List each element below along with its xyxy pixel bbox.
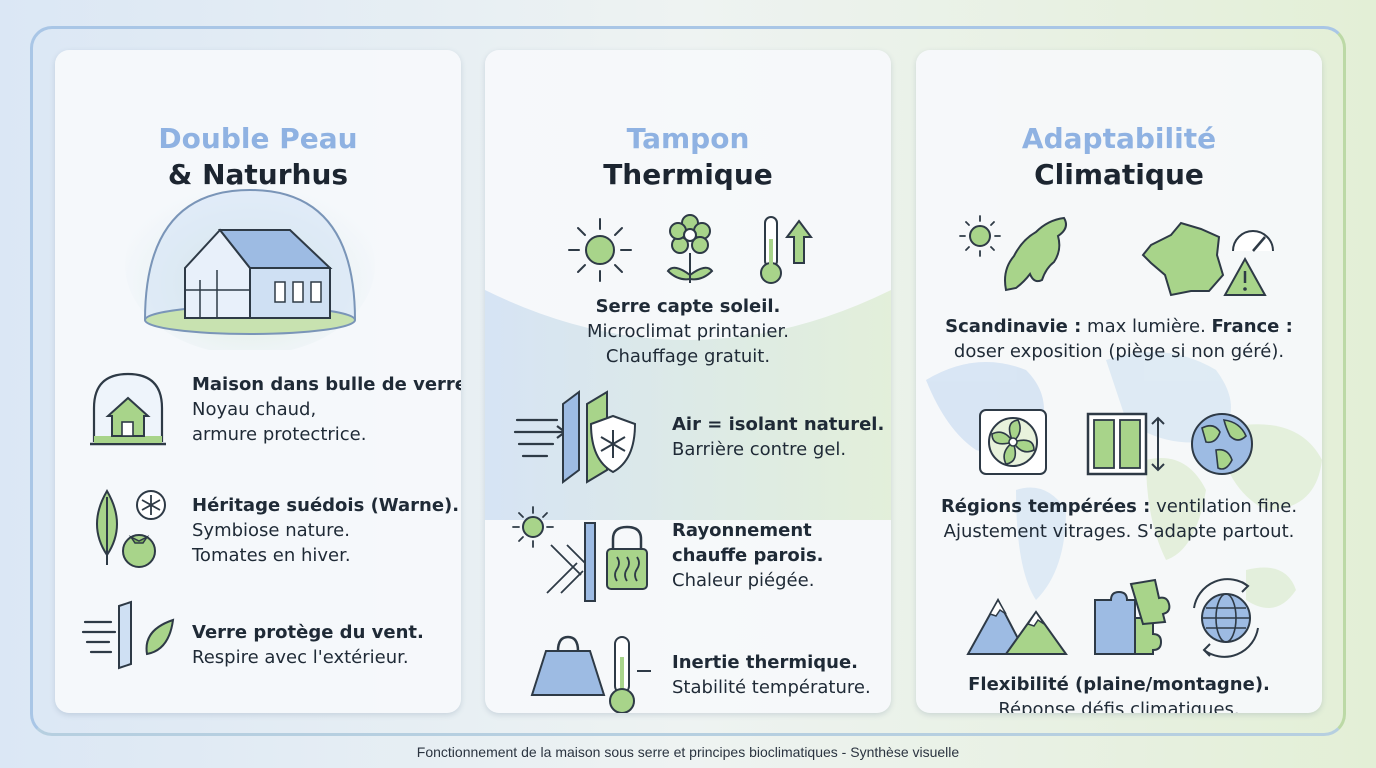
flower-icon — [666, 214, 714, 283]
item-text-5-line2: chauffe parois. — [672, 545, 824, 566]
block3-line2: Réponse défis climatiques. — [998, 699, 1240, 713]
wind-glass-icon — [81, 600, 175, 670]
item-text-4-line1: Air = isolant naturel. — [672, 414, 885, 435]
panel-title-line2: Thermique — [603, 158, 773, 191]
dome-house-icon — [90, 372, 166, 446]
item-text-2: Héritage suédois (Warne). Symbiose natur… — [192, 493, 459, 568]
puzzle-icon — [1094, 578, 1171, 655]
item-text-5: Rayonnement chauffe parois. Chaleur piég… — [672, 518, 824, 593]
item-text-3-line1: Verre protège du vent. — [192, 622, 424, 643]
padlock-heat-icon — [606, 525, 648, 590]
item-text-5-line3: Chaleur piégée. — [672, 570, 815, 591]
thermometer-up-icon — [760, 216, 813, 284]
item-text-1-line1: Maison dans bulle de verre. — [192, 374, 461, 395]
scandinavia-map-icon — [959, 215, 1067, 292]
weight-icon — [530, 635, 606, 696]
item-text-3-line2: Respire avec l'extérieur. — [192, 647, 409, 668]
footer-caption: Fonctionnement de la maison sous serre e… — [416, 744, 960, 760]
gauge-icon — [1232, 230, 1274, 252]
warning-icon — [1223, 256, 1267, 296]
globe-cycle-icon — [1193, 578, 1259, 658]
item-text-1-line3: armure protectrice. — [192, 424, 367, 445]
leaf-icon — [96, 489, 166, 568]
thermometer-icon — [609, 636, 651, 713]
item-text-3: Verre protège du vent. Respire avec l'ex… — [192, 620, 424, 670]
panel-tampon-thermique: Tampon Thermique Serre capte soleil. Mic… — [485, 50, 891, 713]
panel-title-line1: Adaptabilité — [1021, 122, 1217, 155]
block3-text: Flexibilité (plaine/montagne). Réponse d… — [916, 672, 1322, 713]
block1-bold1: Scandinavie : — [945, 316, 1082, 337]
shield-snowflake-icon — [589, 414, 637, 474]
globe-icon — [1191, 413, 1253, 475]
panel-adaptabilite: Adaptabilité Climatique Scandinavie : ma… — [916, 50, 1322, 713]
item-text-6: Inertie thermique. Stabilité température… — [672, 650, 871, 700]
item-text-4: Air = isolant naturel. Barrière contre g… — [672, 412, 884, 462]
item-text-2-line1: Héritage suédois (Warne). — [192, 495, 460, 516]
glass-dome-house-icon — [125, 175, 375, 350]
item-text-6-line1: Inertie thermique. — [672, 652, 859, 673]
block1-line1: Scandinavie : max lumière. France : — [916, 314, 1322, 339]
block1-line2: doser exposition (piège si non géré). — [953, 341, 1285, 362]
top-text-line3: Chauffage gratuit. — [605, 346, 771, 367]
top-text: Serre capte soleil. Microclimat printani… — [485, 294, 891, 369]
top-text-line2: Microclimat printanier. — [587, 321, 789, 342]
block2-bold1: Régions tempérées : — [940, 496, 1151, 517]
item-text-5-line1: Rayonnement — [672, 520, 812, 541]
block2-line2: Ajustement vitrages. S'adapte partout. — [943, 521, 1295, 542]
block2-text1: ventilation fine. — [1150, 496, 1298, 517]
panel-double-peau: Double Peau & Naturhus Maison dans bulle… — [55, 50, 461, 713]
item-text-2-line3: Tomates en hiver. — [192, 545, 351, 566]
item-text-4-line2: Barrière contre gel. — [672, 439, 847, 460]
block1-text: Scandinavie : max lumière. France : dose… — [916, 314, 1322, 364]
panel-title-line1: Tampon — [626, 122, 750, 155]
outer-frame — [30, 26, 1346, 736]
sun-rays-icon — [512, 506, 648, 602]
block2-line1: Régions tempérées : ventilation fine. — [916, 494, 1322, 519]
top-text-line1: Serre capte soleil. — [595, 296, 781, 317]
block1-text1: max lumière. — [1081, 316, 1212, 337]
block2-text: Régions tempérées : ventilation fine. Aj… — [916, 494, 1322, 544]
france-map-icon — [1141, 221, 1274, 297]
sun-icon — [568, 218, 632, 282]
block1-bold2: France : — [1211, 316, 1293, 337]
item-text-1: Maison dans bulle de verre. Noyau chaud,… — [192, 372, 461, 447]
panel-title-line2: Climatique — [1034, 158, 1204, 191]
wind-wall-icon — [513, 390, 637, 484]
block3-line1: Flexibilité (plaine/montagne). — [968, 674, 1270, 695]
snowflake-icon — [136, 490, 166, 520]
mountains-icon — [966, 597, 1068, 655]
window-icon — [1086, 412, 1165, 476]
tomato-icon — [122, 534, 156, 568]
item-text-2-line2: Symbiose nature. — [192, 520, 350, 541]
item-text-1-line2: Noyau chaud, — [192, 399, 317, 420]
panel-title-line1: Double Peau — [158, 122, 358, 155]
fan-icon — [979, 409, 1047, 475]
item-text-6-line2: Stabilité température. — [672, 677, 871, 698]
